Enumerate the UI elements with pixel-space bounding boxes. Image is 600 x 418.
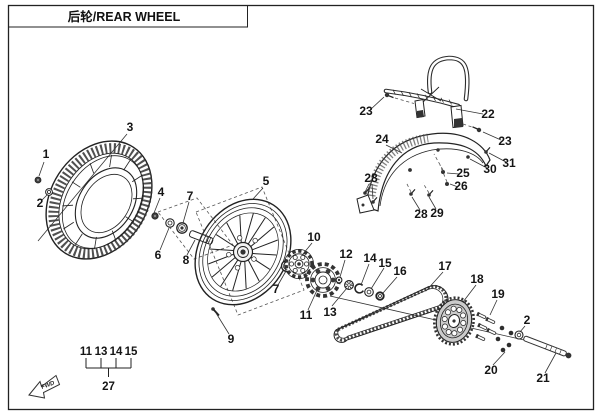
fender-screws [363, 147, 491, 204]
sprocket-carrier-10 [284, 249, 314, 279]
callout-7a: 7 [187, 189, 194, 203]
callout-9: 9 [228, 332, 235, 346]
sprocket-fasteners [475, 311, 572, 359]
callout-14: 14 [363, 251, 377, 265]
legend-item-13: 13 [95, 346, 108, 358]
callout-17: 17 [438, 259, 452, 273]
washer-13 [344, 280, 354, 290]
callout-15: 15 [378, 256, 392, 270]
rack-rail-hatch [392, 89, 452, 105]
callout-21: 21 [536, 371, 550, 385]
callout-24: 24 [375, 132, 389, 146]
legend-bracket [85, 358, 132, 377]
callout-26: 26 [454, 179, 468, 193]
legend-item-15: 15 [125, 346, 138, 358]
callout-1: 1 [43, 147, 50, 161]
chain-links-texture [334, 284, 448, 342]
fwd-arrow-shape [28, 374, 61, 399]
title-box: 后轮/REAR WHEEL [8, 5, 248, 28]
page-title: 后轮/REAR WHEEL [68, 9, 181, 24]
callout-20: 20 [484, 363, 498, 377]
callout-2: 2 [37, 196, 44, 210]
drive-chain [333, 284, 449, 343]
rear-fender [356, 132, 491, 214]
bolt-23-right [472, 126, 482, 133]
rear-sprocket-18 [433, 296, 475, 346]
callout-3: 3 [127, 120, 134, 134]
callout-22: 22 [481, 107, 495, 121]
callout-19: 19 [491, 287, 505, 301]
callout-8: 8 [183, 253, 190, 267]
rack-bracket-left [414, 98, 426, 119]
legend-group-ref: 27 [102, 381, 115, 393]
callout-12: 12 [339, 247, 353, 261]
callout-31: 31 [502, 156, 516, 170]
callout-23b: 23 [498, 134, 512, 148]
valve-stem-9 [211, 307, 220, 317]
callout-28b: 28 [414, 207, 428, 221]
tire [37, 133, 153, 260]
wheel-rim [194, 186, 305, 317]
page-border [7, 4, 595, 411]
washer-2 [45, 188, 53, 196]
cush-drive-11 [305, 262, 341, 298]
circlip-14 [354, 283, 364, 294]
callout-7b: 7 [273, 282, 280, 296]
axle-21 [523, 335, 572, 359]
washer-15 [364, 287, 374, 297]
leader-lines [38, 96, 557, 374]
rack-bracket-right [450, 104, 464, 129]
callout-2b: 2 [524, 313, 531, 327]
nut-16 [375, 291, 385, 301]
callout-11: 11 [300, 308, 313, 322]
washer-2b [514, 330, 524, 340]
tire-fasteners [34, 176, 53, 196]
legend-group: 11 13 14 15 27 [80, 346, 138, 393]
callout-30: 30 [483, 162, 497, 176]
callout-5: 5 [263, 174, 270, 188]
callout-16: 16 [393, 264, 407, 278]
callout-6: 6 [155, 248, 162, 262]
callout-25: 25 [456, 166, 470, 180]
washer-6 [165, 218, 175, 228]
tire-sidewall-ribs [62, 154, 144, 250]
wheel-spokes [208, 213, 278, 291]
nuts-20 [495, 325, 514, 353]
callout-labels: 1 2 3 4 5 6 7 7 8 9 10 11 12 13 14 15 16… [37, 104, 550, 385]
callout-10: 10 [307, 230, 321, 244]
legend-item-11: 11 [80, 346, 93, 358]
wheel-dashed-box [195, 186, 305, 316]
fwd-arrow-label: FWD [41, 380, 57, 391]
callout-13: 13 [323, 305, 337, 319]
callout-28a: 28 [364, 171, 378, 185]
tire-tread [48, 143, 153, 259]
bolts-19 [475, 311, 497, 341]
bolt-23-left [384, 92, 394, 99]
callout-4: 4 [158, 185, 165, 199]
fwd-direction-arrow: FWD [28, 374, 61, 399]
legend-item-14: 14 [110, 346, 123, 358]
callout-23a: 23 [359, 104, 373, 118]
callout-29: 29 [430, 206, 444, 220]
callout-18: 18 [470, 272, 484, 286]
fender-front-tab [356, 194, 375, 214]
luggage-rack [383, 55, 482, 133]
